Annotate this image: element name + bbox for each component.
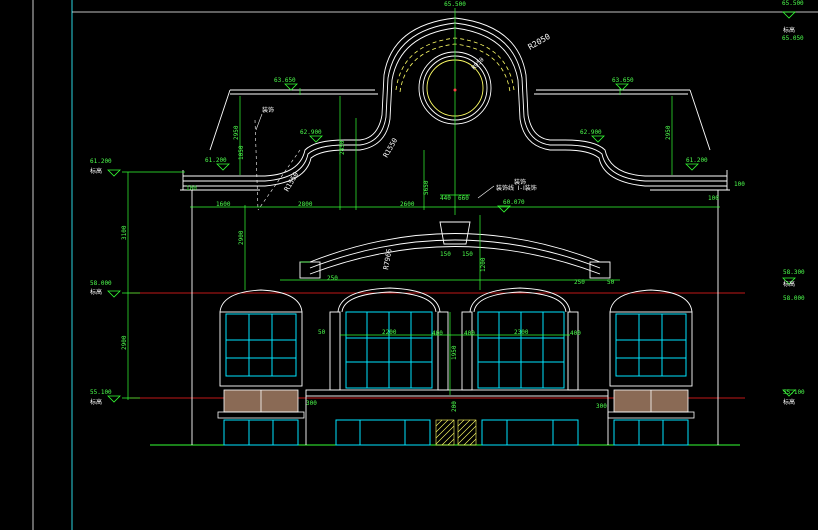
dim-radius-small: R950 <box>470 56 485 71</box>
gable-dashed <box>254 119 301 211</box>
elev-mid-left: 62.900 <box>300 129 322 136</box>
dim-height-2450: 2450 <box>339 140 346 155</box>
dim-660: 660 <box>458 195 469 202</box>
elev-ground-left: 55.100 <box>90 389 112 396</box>
dim-radius-mid-a: R1550 <box>382 137 399 159</box>
dim-height-1050: 1050 <box>238 145 245 160</box>
level-tag-right-floor2: 标高 <box>783 280 795 288</box>
dim-300-right: 300 <box>596 403 607 410</box>
level-markers <box>107 11 796 403</box>
dim-width-2200: 2200 <box>382 329 397 336</box>
left-arched-window-glazing <box>225 313 297 377</box>
dim-height-2900: 2900 <box>121 335 128 350</box>
elev-eave-left-inner: 61.200 <box>205 157 227 164</box>
dim-width-2600: 2600 <box>400 201 415 208</box>
roof-outline <box>180 17 730 191</box>
dim-250-right: 250 <box>574 279 585 286</box>
dim-height-3100: 3100 <box>121 225 128 240</box>
entry-door <box>435 419 477 446</box>
dim-width-1600: 1600 <box>216 201 231 208</box>
elev-mid-right: 62.900 <box>580 129 602 136</box>
dim-radius-arch: R7966 <box>382 248 394 270</box>
elev-eave-right-inner: 61.200 <box>686 157 708 164</box>
elevation-labels: 65.500 65.500 65.050 63.650 63.650 62.90… <box>90 0 805 396</box>
dim-250-left: 250 <box>327 275 338 282</box>
dim-1950: 1950 <box>451 345 458 360</box>
level-tag-left-ground: 标高 <box>90 398 102 406</box>
dim-400-c: 400 <box>570 330 581 337</box>
dim-300-left: 300 <box>306 400 317 407</box>
dim-100-right-b: 100 <box>734 181 745 188</box>
elev-ground-right: 55.100 <box>783 389 805 396</box>
leader-lines <box>255 113 495 199</box>
note-keystone: 装饰线 Ⅰ-Ⅰ装饰 <box>496 184 537 192</box>
dim-440: 440 <box>440 195 451 202</box>
elev-keystone: 60.070 <box>503 199 525 206</box>
annotations: 装饰线 Ⅰ-Ⅰ装饰 装饰 装饰 标高 标高 标高 标高 标高 标高 <box>90 26 795 406</box>
ground-floor-windows <box>223 419 689 446</box>
right-arched-window <box>609 289 693 387</box>
dimension-labels: R2050 R950 R1550 R1550 R7966 2800 2600 1… <box>121 32 745 412</box>
note-keystone-b: 装饰 <box>514 178 526 186</box>
elev-ridge-left: 63.650 <box>274 77 296 84</box>
elev-floor2-right-b: 58.000 <box>783 295 805 302</box>
elev-eave-left: 61.200 <box>90 158 112 165</box>
dim-200: 200 <box>451 401 458 412</box>
planter-panels <box>217 389 695 419</box>
dim-150-b: 150 <box>462 251 473 258</box>
dim-150-a: 150 <box>440 251 451 258</box>
dim-50-left: 50 <box>318 329 326 336</box>
round-window-center <box>453 88 457 92</box>
dim-height-2950-left: 2950 <box>233 125 240 140</box>
dim-radius-top: R2050 <box>527 32 553 52</box>
dim-100-left: 100 <box>186 185 197 192</box>
dim-height-5650: 5650 <box>423 180 430 195</box>
left-arched-window <box>219 289 303 387</box>
dimension-lines <box>122 88 720 400</box>
floor-lines <box>130 292 745 399</box>
level-tag-left-eave: 标高 <box>90 167 102 175</box>
wall-body <box>191 190 719 445</box>
level-tag-right-ground: 标高 <box>783 398 795 406</box>
level-tag-right-top: 标高 <box>783 26 795 34</box>
dim-400-b: 400 <box>464 330 475 337</box>
dim-100-right: 100 <box>708 195 719 202</box>
elev-top-right-b: 65.050 <box>782 35 804 42</box>
elev-top-right-a: 65.500 <box>782 0 804 7</box>
dim-height-2900b: 2900 <box>238 230 245 245</box>
elev-floor2-right-a: 58.300 <box>783 269 805 276</box>
level-tag-left-floor2: 标高 <box>90 288 102 296</box>
central-door-glazing <box>345 311 565 389</box>
dim-1200: 1200 <box>480 257 487 272</box>
dim-height-2950-right: 2950 <box>665 125 672 140</box>
elev-floor2-left: 58.000 <box>90 280 112 287</box>
elev-ridge-right: 63.650 <box>612 77 634 84</box>
dim-width-2300: 2300 <box>514 329 529 336</box>
right-arched-window-glazing <box>615 313 687 377</box>
dim-50-right: 50 <box>607 279 615 286</box>
elev-top: 65.500 <box>444 1 466 8</box>
dim-400-a: 400 <box>432 330 443 337</box>
note-left: 装饰 <box>262 106 274 114</box>
dim-width-2800: 2800 <box>298 201 313 208</box>
